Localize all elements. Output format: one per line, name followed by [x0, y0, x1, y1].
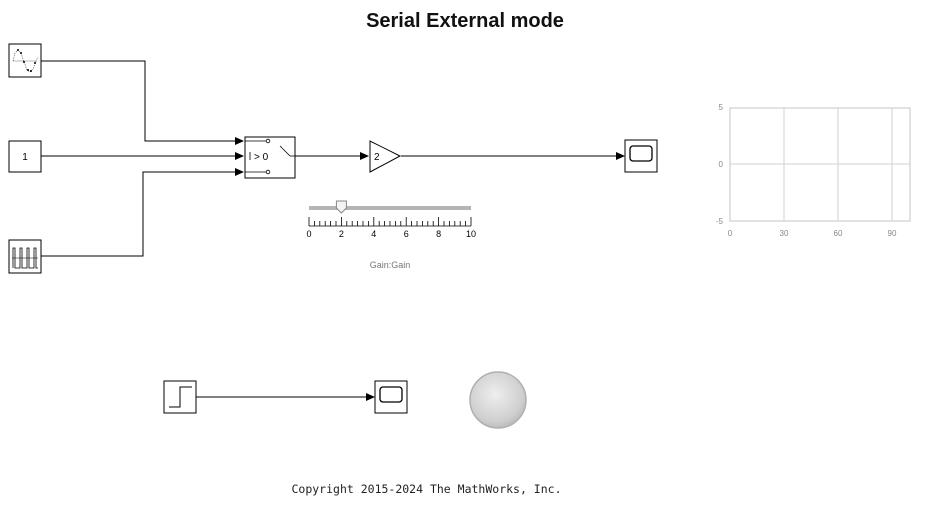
slider-tick-label: 6 [404, 229, 409, 239]
copyright-notice: Copyright 2015-2024 The MathWorks, Inc. [291, 482, 562, 496]
switch-icon [245, 138, 295, 175]
slider-tick-labels: 0 2 4 6 8 10 [306, 229, 476, 239]
sine-wave-block[interactable] [8, 43, 42, 78]
x-tick-label: 0 [728, 229, 733, 238]
slider-tick-label: 2 [339, 229, 344, 239]
scope-block-step[interactable] [374, 380, 408, 414]
switch-threshold: > 0 [254, 152, 269, 163]
switch-block[interactable]: > 0 [244, 136, 296, 179]
signal-line-sine-to-switch[interactable] [41, 60, 244, 145]
scope-block[interactable] [624, 139, 658, 173]
slider-track[interactable] [309, 206, 471, 210]
pulse-generator-block[interactable] [8, 239, 42, 274]
step-icon [169, 386, 192, 408]
signal-line-pulse-to-switch[interactable] [41, 168, 244, 257]
y-tick-label: 0 [719, 160, 724, 169]
lamp-indicator[interactable] [469, 371, 527, 429]
slider-tick-label: 10 [466, 229, 476, 239]
constant-block[interactable]: 1 [8, 140, 42, 173]
slider-tick-label: 8 [436, 229, 441, 239]
x-tick-label: 60 [834, 229, 843, 238]
scope-icon [629, 145, 653, 162]
constant-value: 1 [22, 152, 28, 163]
signal-lines [41, 60, 625, 401]
y-tick-label: 5 [719, 103, 724, 112]
plot-x-tick-labels: 0 30 60 90 [728, 229, 897, 238]
slider-ticks [308, 217, 472, 226]
x-tick-label: 30 [780, 229, 789, 238]
gain-block[interactable]: 2 [369, 140, 402, 173]
slider-tick-label: 4 [371, 229, 376, 239]
model-title: Serial External mode [366, 10, 564, 32]
pulse-train-icon [12, 247, 38, 269]
slider-label: Gain:Gain [370, 260, 411, 270]
x-tick-label: 90 [888, 229, 897, 238]
slider-thumb[interactable] [335, 200, 347, 214]
scope-icon [379, 386, 403, 403]
step-block[interactable] [163, 380, 197, 414]
dashboard-scope-plot[interactable]: 5 0 -5 0 30 60 90 [716, 103, 911, 238]
y-tick-label: -5 [716, 217, 724, 226]
slider-gain-block[interactable]: 0 2 4 6 8 10 Gain:Gain [306, 200, 476, 270]
gain-value: 2 [374, 152, 380, 163]
sine-wave-icon [12, 49, 39, 73]
plot-grid [730, 108, 910, 221]
plot-y-tick-labels: 5 0 -5 [716, 103, 724, 226]
slider-tick-label: 0 [306, 229, 311, 239]
